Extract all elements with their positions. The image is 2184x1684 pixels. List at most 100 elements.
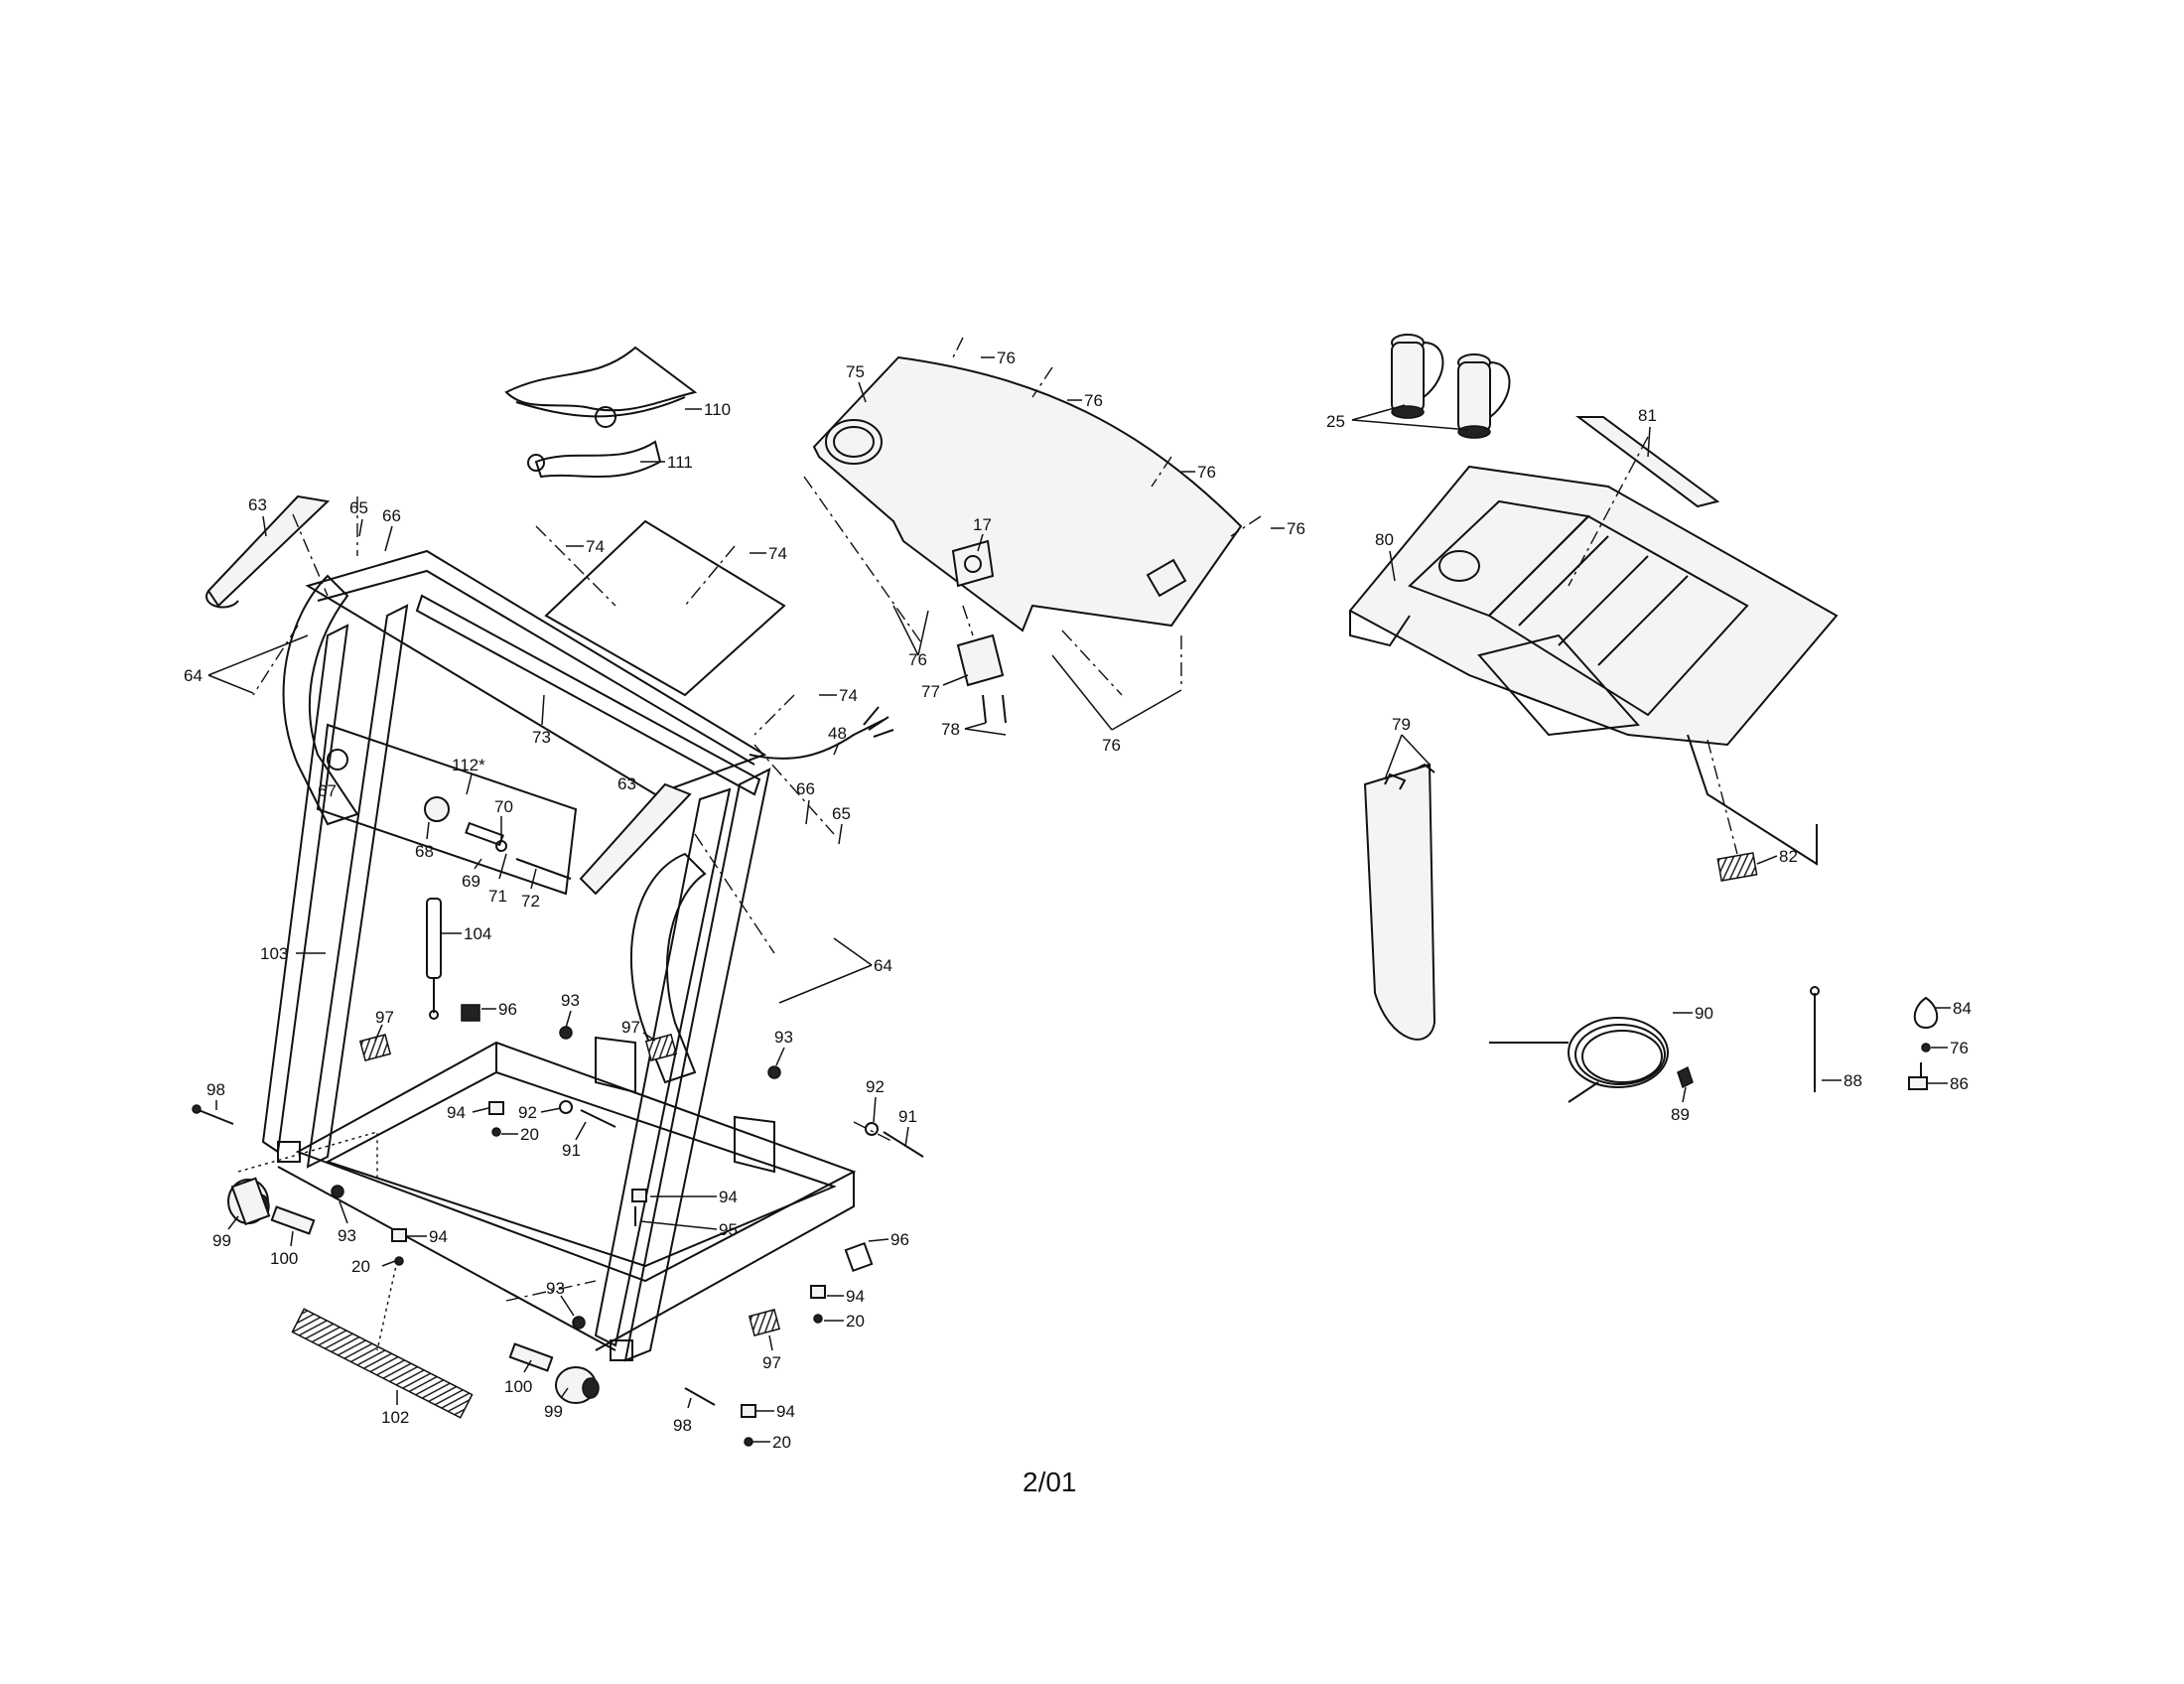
label-100b: 100 [504, 1377, 532, 1396]
label-76g: 76 [1950, 1039, 1969, 1057]
label-90: 90 [1695, 1004, 1713, 1023]
label-93c: 93 [338, 1226, 356, 1245]
label-64a: 64 [184, 666, 203, 685]
roller-99-a [227, 1177, 271, 1226]
motor-hood-75 [812, 355, 1243, 632]
bolt-91-b [883, 1131, 924, 1158]
spacer-94-c [631, 1189, 647, 1202]
label-94c: 94 [719, 1188, 738, 1206]
hand-grips-25 [1391, 334, 1511, 439]
endcap-63-right [579, 782, 692, 896]
pin-100-b [508, 1342, 554, 1372]
label-92b: 92 [866, 1077, 885, 1096]
label-78: 78 [941, 720, 960, 739]
label-75: 75 [846, 362, 865, 381]
clip-96-b [844, 1241, 874, 1273]
label-72: 72 [521, 892, 540, 911]
washer-92-a [559, 1100, 573, 1114]
latch-plate-112 [316, 723, 578, 896]
console-80 [1348, 465, 1839, 866]
tie-84 [1913, 996, 1939, 1030]
label-98a: 98 [206, 1080, 225, 1099]
label-66b: 66 [796, 779, 815, 798]
label-93a: 93 [561, 991, 580, 1010]
label-80: 80 [1375, 530, 1394, 549]
label-81: 81 [1638, 406, 1657, 425]
label-17: 17 [973, 515, 992, 534]
label-102: 102 [381, 1408, 409, 1427]
bracket-17 [951, 539, 995, 588]
label-76d: 76 [1287, 519, 1305, 538]
label-110: 110 [704, 400, 731, 419]
screw-20-a [491, 1127, 501, 1137]
block-77 [956, 633, 1005, 687]
label-70: 70 [494, 797, 513, 816]
label-65a: 65 [349, 498, 368, 517]
label-86: 86 [1950, 1074, 1969, 1093]
label-88: 88 [1843, 1071, 1862, 1090]
bolt-91-a [580, 1109, 616, 1128]
label-94d: 94 [846, 1287, 865, 1306]
label-92a: 92 [518, 1103, 537, 1122]
spacer-94-a [488, 1101, 504, 1115]
spacer-94-e [741, 1404, 756, 1418]
label-63b: 63 [617, 774, 636, 793]
clip-86 [1908, 1062, 1928, 1090]
wire-tie-88 [1810, 986, 1820, 1092]
pad-97-a [358, 1034, 392, 1061]
label-76a: 76 [997, 349, 1016, 367]
pad-82 [1716, 852, 1758, 882]
pad-97-c [748, 1309, 781, 1336]
label-65b: 65 [832, 804, 851, 823]
label-25: 25 [1326, 412, 1345, 431]
label-96a: 96 [498, 1000, 517, 1019]
label-111: 111 [667, 453, 693, 472]
cover-79 [1363, 763, 1436, 1041]
nut-89 [1677, 1065, 1694, 1089]
cable-90 [1489, 1017, 1669, 1103]
label-68: 68 [415, 842, 434, 861]
label-20a: 20 [520, 1125, 539, 1144]
spacer-94-d [810, 1285, 826, 1299]
label-74a: 74 [586, 537, 605, 556]
label-66a: 66 [382, 506, 401, 525]
label-98b: 98 [673, 1416, 692, 1435]
label-93b: 93 [774, 1028, 793, 1047]
label-94a: 94 [447, 1103, 466, 1122]
label-73: 73 [532, 728, 551, 747]
label-97c: 97 [762, 1353, 781, 1372]
nut-93-b [559, 1026, 573, 1040]
label-67: 67 [318, 781, 337, 800]
label-63a: 63 [248, 495, 267, 514]
nut-93-a [331, 1185, 344, 1198]
grip-tape-102 [291, 1308, 474, 1419]
label-112: 112* [452, 756, 485, 774]
label-94e: 94 [776, 1402, 795, 1421]
label-76e: 76 [908, 650, 927, 669]
label-20d: 20 [772, 1433, 791, 1452]
label-74c: 74 [839, 686, 858, 705]
label-93d: 93 [546, 1279, 565, 1298]
label-95: 95 [719, 1220, 738, 1239]
label-91a: 91 [562, 1141, 581, 1160]
strap-110 [504, 346, 698, 428]
roller-99-b [555, 1366, 600, 1404]
label-69: 69 [462, 872, 480, 891]
label-64b: 64 [874, 956, 892, 975]
spacer-94-b [391, 1228, 407, 1242]
wire-harness-48 [749, 706, 894, 760]
label-99a: 99 [212, 1231, 231, 1250]
strap-111 [527, 440, 662, 479]
date-code: 2/01 [1023, 1467, 1077, 1497]
nut-93-c [767, 1065, 781, 1079]
label-48: 48 [828, 724, 847, 743]
label-76f: 76 [1102, 736, 1121, 755]
screws-78 [982, 694, 1007, 724]
screw-20-d [744, 1437, 753, 1447]
label-99b: 99 [544, 1402, 563, 1421]
screw-20-c [813, 1314, 823, 1324]
pad-97-b [644, 1034, 678, 1061]
label-97b: 97 [621, 1018, 640, 1037]
label-79: 79 [1392, 715, 1411, 734]
